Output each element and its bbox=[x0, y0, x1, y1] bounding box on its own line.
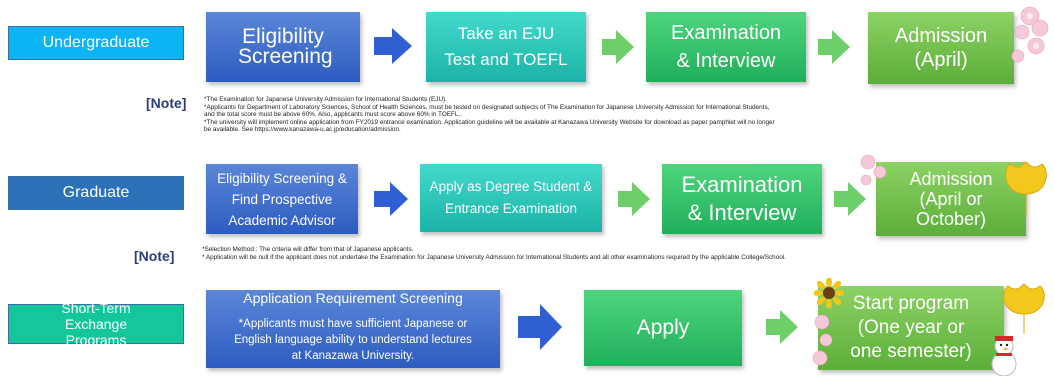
step-body: *Applicants must have sufficient Japanes… bbox=[234, 318, 472, 362]
sakura-flower-icon bbox=[1011, 6, 1049, 63]
note-line: *The Examination for Japanese University… bbox=[204, 96, 447, 103]
step-text: Eligibility Screening bbox=[238, 25, 333, 68]
note-title-undergraduate: [Note] bbox=[146, 95, 187, 111]
step-eligibility-screening: Eligibility Screening bbox=[206, 12, 360, 82]
arrow-right-icon bbox=[818, 30, 850, 64]
ginkgo-leaf-icon bbox=[1005, 161, 1047, 216]
note-line: *Applicants for Department of Laboratory… bbox=[204, 103, 770, 111]
step-eligibility-advisor: Eligibility Screening & Find Prospective… bbox=[206, 164, 358, 234]
arrow-right-icon bbox=[374, 182, 408, 216]
step-application-requirement: Application Requirement Screening *Appli… bbox=[206, 290, 500, 368]
step-text: Examination & Interview bbox=[671, 22, 782, 72]
arrow-right-icon bbox=[766, 310, 798, 344]
step-admission: Admission (April) bbox=[868, 12, 1014, 84]
notes-graduate: *Selection Method : The criteria will di… bbox=[202, 246, 1042, 261]
step-text: Admission (April) bbox=[894, 25, 988, 71]
sakura-flower-icon bbox=[812, 314, 833, 366]
arrow-right-icon bbox=[618, 182, 650, 216]
note-line: *Selection Method : The criteria will di… bbox=[202, 246, 414, 253]
step-text: Apply bbox=[636, 316, 690, 339]
snowman-icon bbox=[991, 336, 1017, 376]
notes-undergraduate: *The Examination for Japanese University… bbox=[204, 96, 1044, 134]
label-short-term-exchange: Short-Term Exchange Programs bbox=[8, 300, 184, 348]
sunflower-icon bbox=[814, 278, 844, 308]
step-start-program: Start program (One year or one semester) bbox=[818, 286, 1004, 370]
step-text: Apply as Degree Student & Entrance Exami… bbox=[429, 179, 593, 216]
arrow-right-icon bbox=[602, 30, 634, 64]
step-eju-toefl: Take an EJU Test and TOEFL bbox=[426, 12, 586, 82]
sakura-flower-icon bbox=[860, 154, 887, 186]
step-apply: Apply bbox=[584, 290, 742, 366]
note-line: and the total score must be above 60%. A… bbox=[204, 111, 463, 119]
step-text: Examination & Interview bbox=[681, 172, 803, 225]
step-text: Take an EJU Test and TOEFL bbox=[444, 24, 568, 69]
label-graduate: Graduate bbox=[8, 176, 184, 210]
note-line: *The university will implement online ap… bbox=[204, 118, 775, 126]
step-text: Start program (One year or one semester) bbox=[850, 293, 972, 362]
step-text: Admission (April or October) bbox=[909, 169, 993, 229]
ginkgo-leaf-icon bbox=[1003, 283, 1045, 334]
note-line: be available. See https://www.kanazawa-u… bbox=[204, 126, 401, 134]
arrow-right-icon bbox=[518, 304, 562, 350]
step-title: Application Requirement Screening bbox=[243, 290, 463, 306]
step-examination-interview-grad: Examination & Interview bbox=[662, 164, 822, 234]
step-apply-degree: Apply as Degree Student & Entrance Exami… bbox=[420, 164, 602, 232]
arrow-right-icon bbox=[834, 182, 866, 216]
step-examination-interview: Examination & Interview bbox=[646, 12, 806, 82]
label-undergraduate: Undergraduate bbox=[8, 26, 184, 60]
note-title-graduate: [Note] bbox=[134, 248, 175, 264]
arrow-right-icon bbox=[374, 28, 412, 64]
note-line: * Application will be null if the applic… bbox=[202, 253, 787, 261]
step-text: Eligibility Screening & Find Prospective… bbox=[217, 170, 347, 228]
step-admission-grad: Admission (April or October) bbox=[876, 162, 1026, 236]
